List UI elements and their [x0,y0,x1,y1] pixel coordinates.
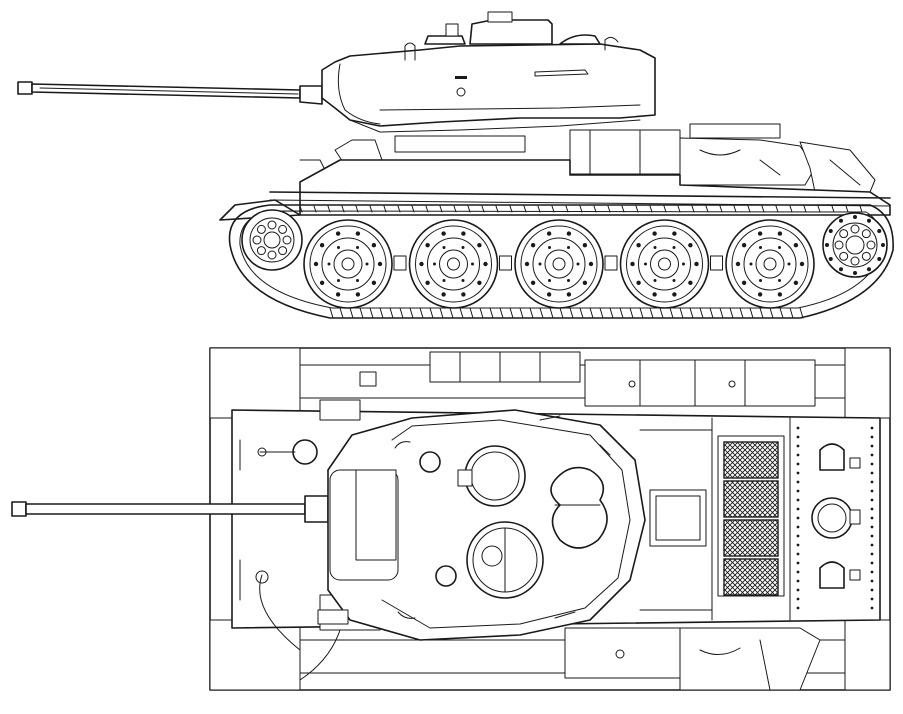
side-turret [321,11,656,133]
top-view [11,347,891,691]
grille-panel-4 [723,558,779,596]
side-road-wheels [303,219,815,309]
road-wheel-3 [514,219,604,309]
side-gun-barrel [17,81,323,105]
grille-panel-2 [723,480,779,518]
track-link-marks [299,205,863,319]
top-gun-barrel [11,495,329,523]
side-drive-sprocket [822,212,888,278]
road-wheel-4 [619,219,710,309]
road-wheel-2 [408,219,499,309]
top-front-hull-fittings [239,439,349,625]
top-rear-plate [796,426,874,610]
side-upper-hull-fittings [299,123,876,193]
road-wheel-5 [725,219,815,309]
side-track [228,204,894,319]
side-front-idler [241,209,303,271]
grille-panel-1 [723,441,779,479]
top-turret [327,409,646,641]
top-engine-grille [717,435,785,597]
grille-panel-3 [723,519,779,557]
side-view [17,11,894,319]
road-wheel-1 [303,219,393,309]
